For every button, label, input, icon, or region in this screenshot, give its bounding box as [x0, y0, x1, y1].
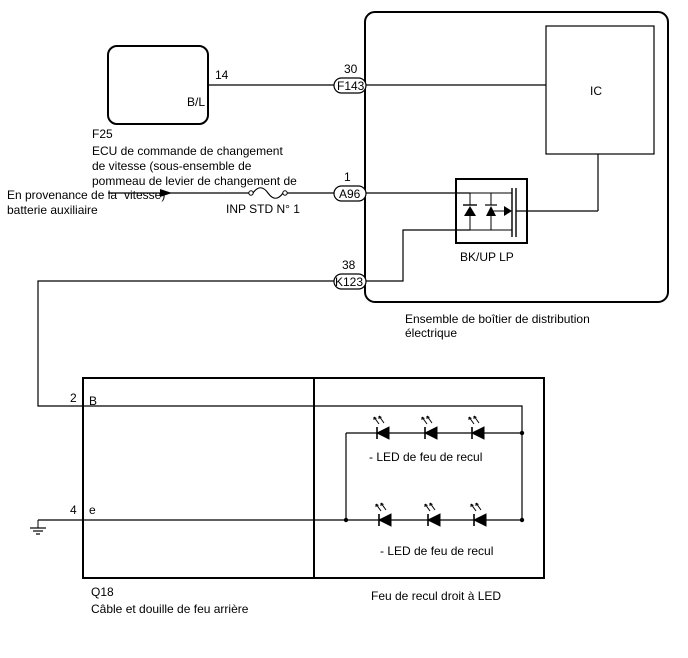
led-icon [470, 502, 487, 527]
ecu-name-line-1: ECU de commande de changement [92, 144, 283, 158]
connector-f143-pin: 30 [344, 62, 358, 76]
ground-icon [30, 520, 46, 535]
socket-box [82, 377, 315, 579]
led-icon [421, 415, 438, 440]
relay-label: BK/UP LP [460, 250, 514, 264]
junction-dot-ground [343, 517, 349, 523]
ecu-name-line-2: de vitesse (sous-ensemble de [92, 159, 252, 173]
led-row-1-label: - LED de feu de recul [369, 450, 482, 464]
ecu-code: F25 [92, 127, 113, 141]
led-icon [373, 415, 390, 440]
wire-k123-to-pin-b [37, 280, 334, 407]
source-line-2: batterie auxiliaire [7, 203, 98, 217]
connector-k123-code: K123 [335, 275, 363, 289]
socket-pin-b-num: 2 [70, 391, 77, 405]
connector-k123-pin: 38 [342, 258, 356, 272]
led-row-2-label: - LED de feu de recul [380, 544, 493, 558]
ecu-wire-color: B/L [187, 95, 205, 109]
transistor-icon [470, 188, 517, 237]
lamp-name: Feu de recul droit à LED [371, 589, 501, 603]
wire-pin-b-to-leds [83, 405, 523, 520]
arrow-icon [160, 189, 172, 197]
connector-f143-code: F143 [337, 79, 365, 93]
fuse-icon [248, 187, 288, 199]
socket-pin-e-letter: e [89, 503, 96, 517]
socket-pin-e-num: 4 [70, 503, 77, 517]
connector-a96-code: A96 [339, 187, 361, 201]
lamp-box [313, 377, 545, 579]
ecu-name-line-4: vitesse) [124, 188, 165, 202]
source-line-1: En provenance de la [7, 188, 117, 202]
ecu-pin-14: 14 [215, 68, 229, 82]
ecu-name-line-3: pommeau de levier de changement de [92, 174, 297, 188]
socket-code: Q18 [91, 585, 114, 599]
ic-label: IC [590, 84, 602, 98]
led-icon [375, 502, 392, 527]
diode-icon [463, 193, 477, 230]
connector-a96-pin: 1 [344, 170, 351, 184]
led-icon [424, 502, 441, 527]
led-icon [468, 415, 485, 440]
junction-box-name-line-2: électrique [405, 326, 457, 340]
connector-f143 [333, 77, 367, 94]
fuse-label: INP STD N° 1 [226, 202, 300, 216]
junction-box-name-line-1: Ensemble de boîtier de distribution [405, 312, 590, 326]
ic-box [545, 25, 655, 155]
wire-relay-to-k123 [366, 229, 470, 282]
socket-pin-b-letter: B [89, 394, 97, 408]
junction-box [364, 11, 669, 303]
socket-name: Câble et douille de feu arrière [91, 602, 249, 616]
ecu-box [107, 45, 209, 125]
